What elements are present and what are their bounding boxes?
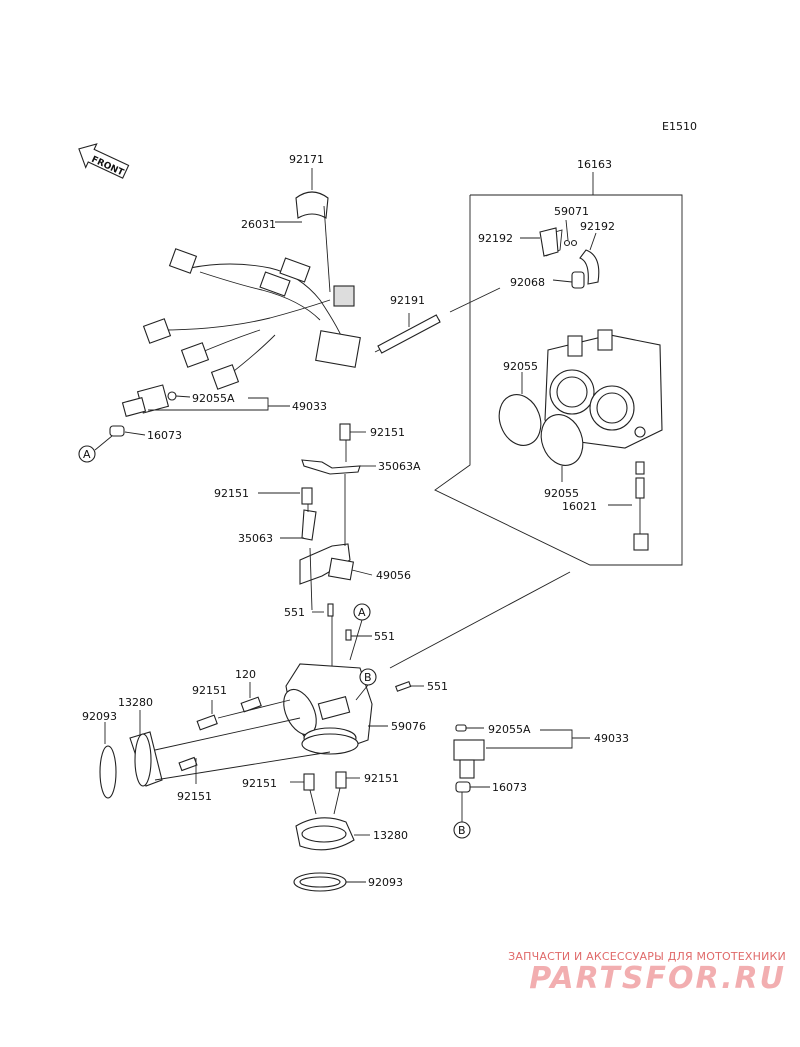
part-label-49033-upper: 49033 [292, 400, 327, 413]
watermark-logo: PARTSFOR.RU [529, 961, 786, 996]
part-label-92055-lower: 92055 [544, 487, 579, 500]
front-arrow-icon: FRONT [78, 143, 130, 179]
injector-upper-left [78, 384, 290, 463]
callout-a-left: A [83, 448, 91, 461]
part-label-92151-f: 92151 [364, 772, 399, 785]
part-label-16073-lower: 16073 [492, 781, 527, 794]
part-label-92192-left: 92192 [478, 232, 513, 245]
part-label-59076: 59076 [391, 720, 426, 733]
watermark: ЗАПЧАСТИ И АКСЕССУАРЫ ДЛЯ МОТОТЕХНИКИ PA… [486, 950, 786, 996]
part-label-92055-upper: 92055 [503, 360, 538, 373]
part-label-92093-bottom: 92093 [368, 876, 403, 889]
part-label-13280-left: 13280 [118, 696, 153, 709]
part-label-92093-left: 92093 [82, 710, 117, 723]
part-label-49033-lower: 49033 [594, 732, 629, 745]
part-label-26031: 26031 [241, 218, 276, 231]
part-label-92055A-lower: 92055A [488, 723, 531, 736]
part-label-92151-b: 92151 [214, 487, 249, 500]
part-label-59071: 59071 [554, 205, 589, 218]
part-label-92192-right: 92192 [580, 220, 615, 233]
callout-a-center: A [358, 606, 366, 619]
callout-b-lower: B [458, 824, 466, 837]
part-label-92191: 92191 [390, 294, 425, 307]
part-label-551-b: 551 [374, 630, 395, 643]
part-label-92171: 92171 [289, 153, 324, 166]
diagram-code: E1510 [662, 120, 697, 133]
callout-b-center: B [364, 671, 372, 684]
part-label-92151-d: 92151 [177, 790, 212, 803]
bracket-group [258, 423, 376, 670]
part-label-92068: 92068 [510, 276, 545, 289]
part-label-13280-bottom: 13280 [373, 829, 408, 842]
wiring-harness [142, 168, 361, 390]
part-label-551-a: 551 [284, 606, 305, 619]
part-label-92055A-upper: 92055A [192, 392, 235, 405]
part-label-16163: 16163 [577, 158, 612, 171]
throttle-body-main [99, 571, 571, 892]
part-label-92151-a: 92151 [370, 426, 405, 439]
part-label-120: 120 [235, 668, 256, 681]
part-label-551-c: 551 [427, 680, 448, 693]
part-label-35063: 35063 [238, 532, 273, 545]
part-label-92151-c: 92151 [192, 684, 227, 697]
part-label-35063A: 35063A [378, 460, 421, 473]
part-label-16073-upper: 16073 [147, 429, 182, 442]
part-label-49056: 49056 [376, 569, 411, 582]
injector-lower-right [453, 724, 590, 839]
watermark-caption: ЗАПЧАСТИ И АКСЕССУАРЫ ДЛЯ МОТОТЕХНИКИ [508, 950, 786, 963]
throttle-body-box [374, 172, 683, 566]
part-label-16021: 16021 [562, 500, 597, 513]
part-label-92151-e: 92151 [242, 777, 277, 790]
